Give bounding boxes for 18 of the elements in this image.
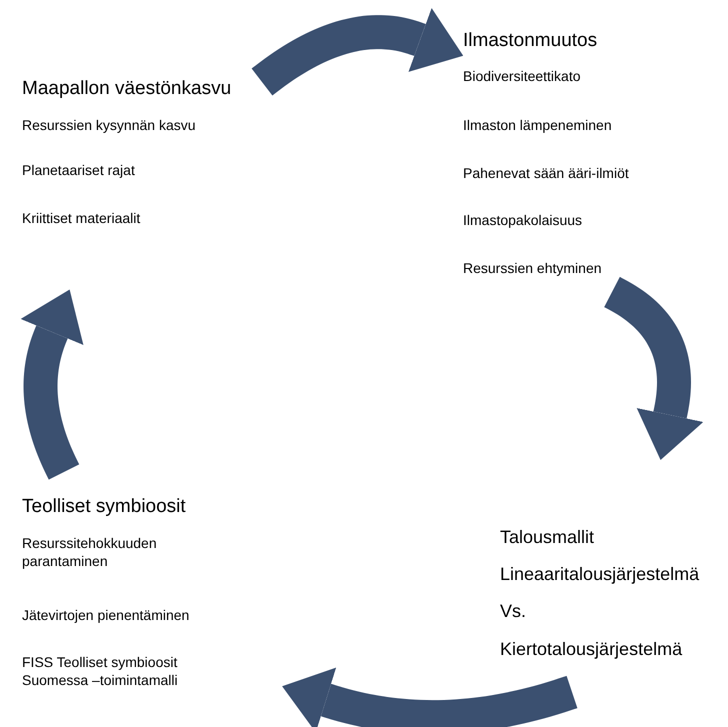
text-item: Resurssitehokkuuden parantaminen: [22, 534, 158, 570]
text-item: FISS Teolliset symbioosit Suomessa –toimintamalli: [22, 653, 179, 689]
heading: Ilmastonmuutos: [463, 30, 598, 52]
text-item: Resurssien kysynnän kasvu: [22, 116, 196, 134]
text-item: Pahenevat sään ääri-ilmiöt: [463, 164, 629, 182]
text-item: Resurssien ehtyminen: [463, 259, 602, 277]
text-item: Planetaariset rajat: [22, 161, 135, 179]
heading: Maapallon väestönkasvu: [22, 78, 232, 100]
text-item: Jätevirtojen pienentäminen: [22, 606, 190, 624]
text-item: Ilmastopakolaisuus: [463, 211, 582, 229]
text-item: Kiertotalousjärjestelmä: [500, 638, 682, 660]
heading: Teolliset symbioosit: [22, 496, 186, 518]
text-item: Kriittiset materiaalit: [22, 209, 140, 227]
text-item: Lineaaritalousjärjestelmä: [500, 563, 700, 585]
text-item: Ilmaston lämpeneminen: [463, 116, 612, 134]
heading: Talousmallit: [500, 526, 594, 548]
text-item: Vs.: [500, 600, 526, 622]
text-item: Biodiversiteettikato: [463, 67, 581, 85]
